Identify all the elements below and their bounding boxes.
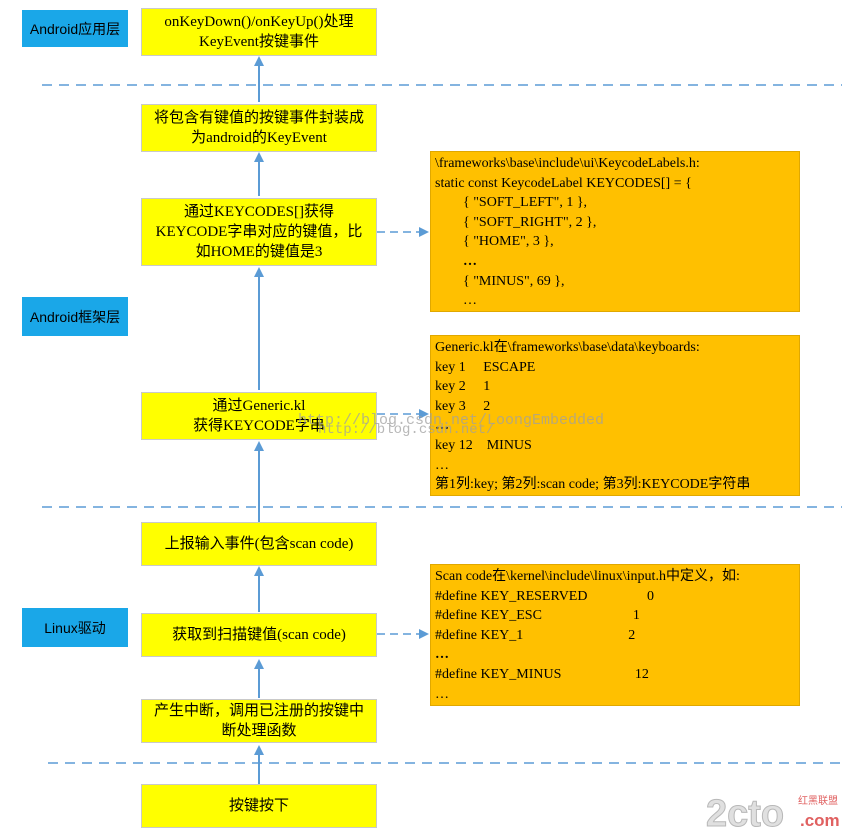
- note-line: …: [435, 418, 449, 434]
- note-line: #define KEY_MINUS 12: [435, 666, 649, 682]
- note-generic-kl: Generic.kl在\frameworks\base\data\keyboar…: [430, 335, 800, 496]
- note-line: …: [435, 457, 449, 473]
- note-line: #define KEY_ESC 1: [435, 608, 640, 624]
- layer-label-driver: Linux驱动: [22, 608, 128, 647]
- note-keycode-labels: \frameworks\base\include\ui\KeycodeLabel…: [430, 151, 800, 312]
- note-line: …: [435, 253, 477, 269]
- note-input-h: Scan code在\kernel\include\linux\input.h中…: [430, 564, 800, 706]
- note-line: #define KEY_1 2: [435, 627, 636, 643]
- note-line: #define KEY_RESERVED 0: [435, 588, 654, 604]
- layer-label-app: Android应用层: [22, 10, 128, 47]
- step-interrupt: 产生中断，调用已注册的按键中断处理函数: [141, 699, 377, 743]
- logo-cn: 红黑联盟: [798, 794, 838, 807]
- note-line: …: [435, 293, 477, 309]
- watermark-secondary: http://blog.csdn.net/: [318, 422, 495, 438]
- logo-domain: .com: [800, 811, 840, 830]
- note-line: …: [435, 647, 449, 663]
- note-line: 第1列:key; 第2列:scan code; 第3列:KEYCODE字符串: [435, 477, 751, 493]
- note-line: key 2 1: [435, 379, 491, 395]
- step-get-scan-code: 获取到扫描键值(scan code): [141, 613, 377, 657]
- note-line: { "HOME", 3 },: [435, 234, 554, 250]
- note-line: Scan code在\kernel\include\linux\input.h中…: [435, 569, 740, 584]
- logo-graphic: 2cto 红黑联盟 .com: [706, 793, 840, 836]
- note-line: key 1 ESCAPE: [435, 359, 536, 375]
- note-line: static const KeycodeLabel KEYCODES[] = {: [435, 175, 692, 191]
- watermark-primary: http://blog.csdn.net/LoongEmbedded: [298, 412, 605, 429]
- note-line: key 3 2: [435, 398, 491, 414]
- layer-label-framework: Android框架层: [22, 297, 128, 336]
- step-report-event: 上报输入事件(包含scan code): [141, 522, 377, 566]
- note-line: { "SOFT_LEFT", 1 },: [435, 195, 588, 211]
- note-line: Generic.kl在\frameworks\base\data\keyboar…: [435, 340, 700, 355]
- note-line: { "SOFT_RIGHT", 2 },: [435, 214, 597, 230]
- note-line: …: [435, 686, 449, 702]
- step-wrap-event: 将包含有键值的按键事件封装成为android的KeyEvent: [141, 104, 377, 152]
- step-key-press: 按键按下: [141, 784, 377, 828]
- logo-brand: 2cto: [706, 793, 784, 832]
- note-line: { "MINUS", 69 },: [435, 273, 565, 289]
- site-logo: 2cto 红黑联盟 .com: [706, 788, 840, 836]
- note-line: key 12 MINUS: [435, 437, 532, 453]
- note-line: \frameworks\base\include\ui\KeycodeLabel…: [435, 156, 700, 171]
